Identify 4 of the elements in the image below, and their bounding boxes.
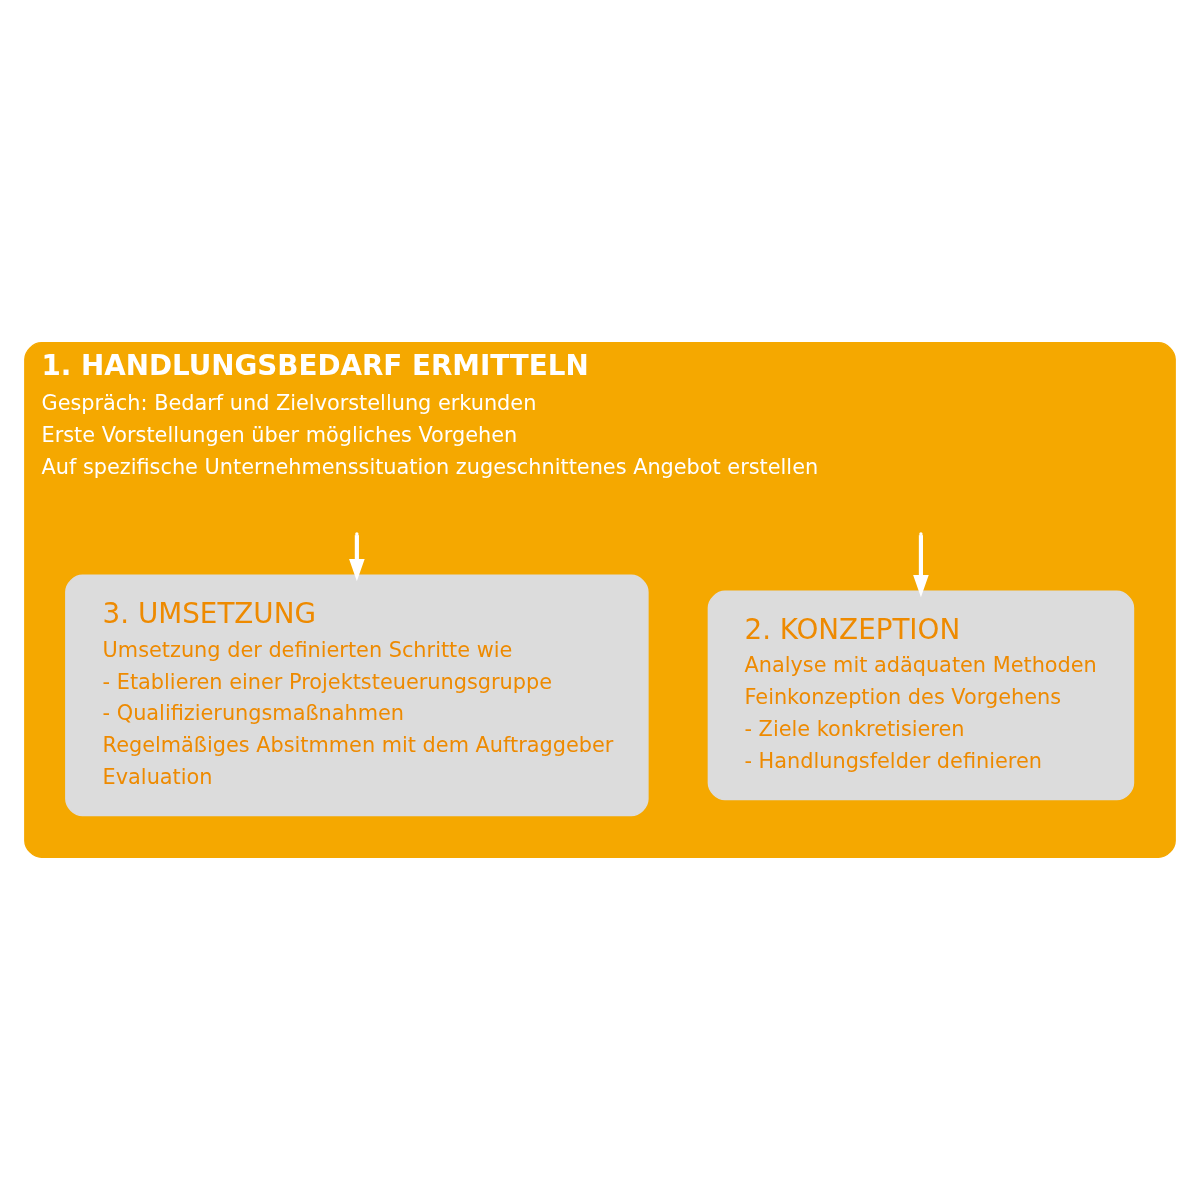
arrow [349,535,365,582]
arrow [913,535,929,598]
node-box: 2. KONZEPTION Analyse mit adäquaten Methoden Feinkonzeption des Vorgehens - Ziele konkretisieren - Handlungsfelder definieren [707,590,1135,801]
node-box: 3. UMSETZUNG Umsetzung der definierten Schritte wie - Etablieren einer Projektsteuerungsgruppe - Qualifizierungsmaßnahmen Regelmäßiges Absitmmen mit dem Auftraggeber Evaluation [65,574,649,817]
